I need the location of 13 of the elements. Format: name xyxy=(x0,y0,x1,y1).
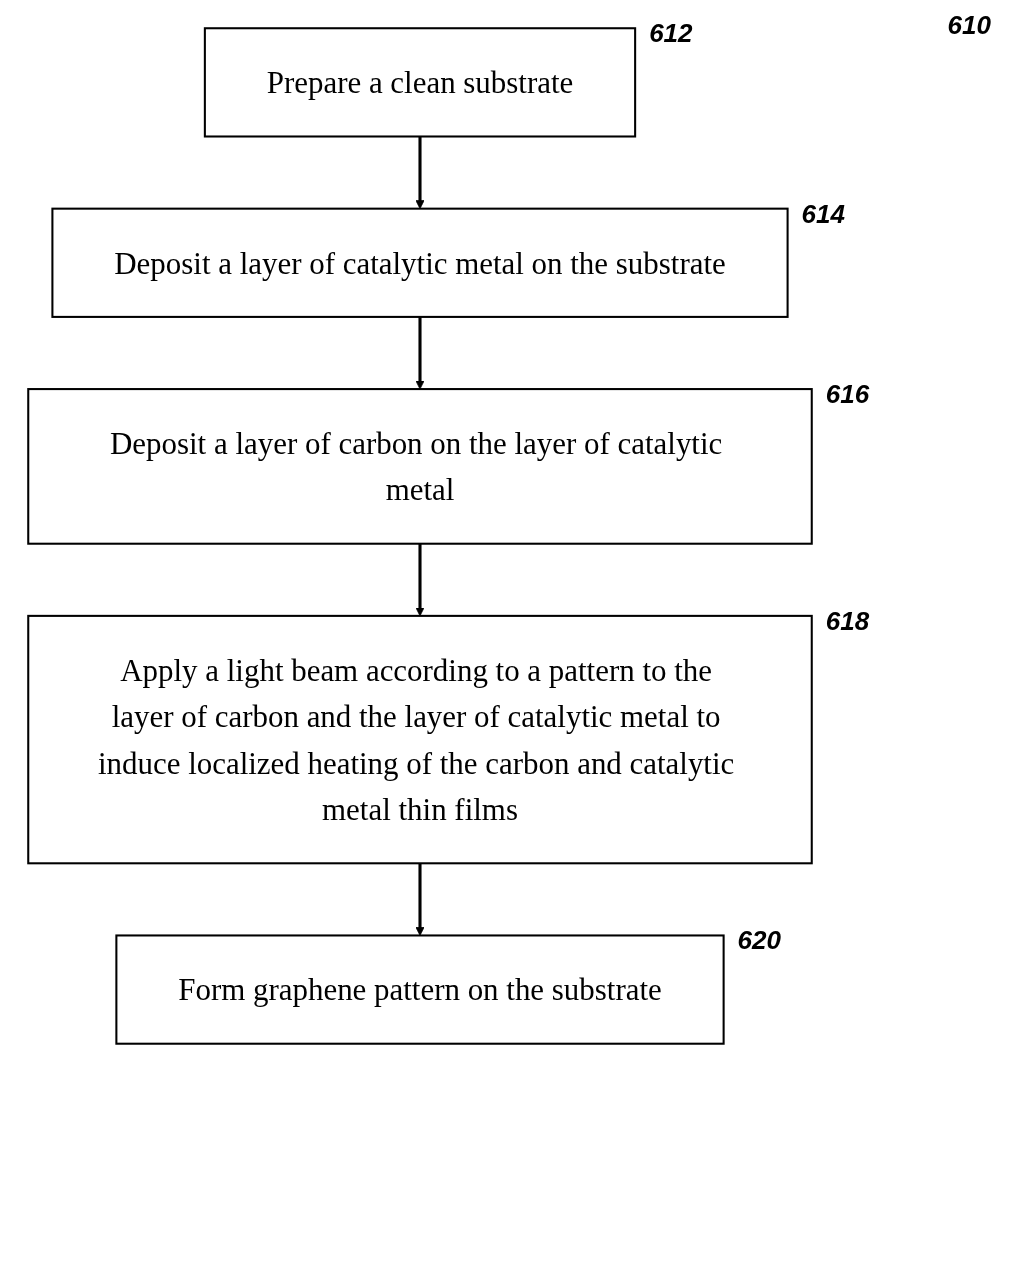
process-box: Apply a light beam according to a pattern to the layer of carbon and the layer of catalytic metal to induce localized heating of the carbon and catalytic metal thin films xyxy=(27,614,813,865)
process-box: Deposit a layer of catalytic metal on the substrate xyxy=(51,207,789,318)
arrow xyxy=(415,863,425,936)
reference-number: 616 xyxy=(825,379,870,411)
reference-number: 620 xyxy=(737,925,781,957)
process-box: Prepare a clean substrate xyxy=(203,27,637,138)
reference-number: 612 xyxy=(649,18,693,50)
process-box: Form graphene pattern on the substrate xyxy=(115,934,725,1045)
reference-number: 614 xyxy=(801,198,845,230)
figure-number: 610 xyxy=(947,10,991,41)
process-box: Deposit a layer of carbon on the layer of catalytic metal xyxy=(27,388,813,545)
reference-number: 618 xyxy=(825,605,870,637)
arrow xyxy=(415,316,425,390)
